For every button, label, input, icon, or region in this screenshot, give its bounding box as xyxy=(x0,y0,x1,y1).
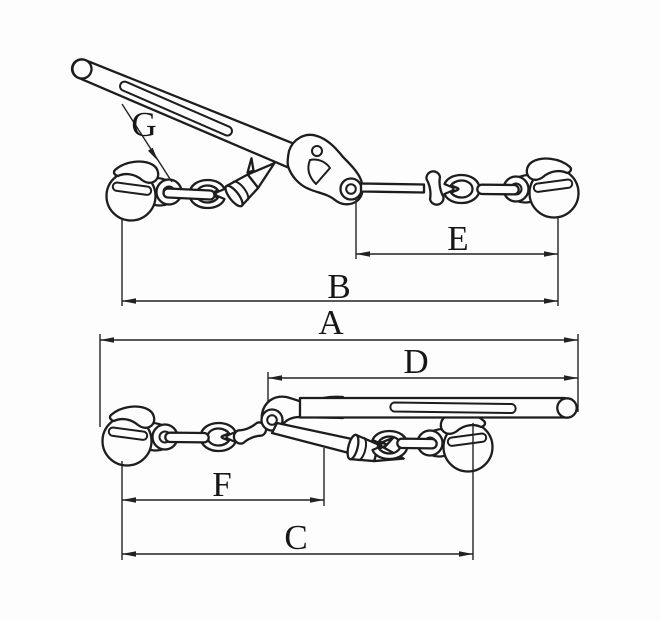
pin-top-left xyxy=(162,187,216,201)
lever-handle-top xyxy=(70,58,331,183)
dimension-d: D xyxy=(268,342,578,381)
handle-end-cap-top xyxy=(71,58,93,80)
dimension-label-e: E xyxy=(447,219,468,258)
dimension-e: E xyxy=(356,219,558,258)
pin-bottom-left xyxy=(164,431,210,444)
dimension-label-f: F xyxy=(212,465,231,504)
handle-grip-slot-top xyxy=(119,80,233,137)
connecting-rod-top xyxy=(359,182,426,194)
pivot-hole-top xyxy=(345,183,357,195)
dimension-label-c: C xyxy=(284,518,307,557)
dimension-b: B xyxy=(122,267,558,306)
pin-bottom-right xyxy=(396,437,438,450)
cam-hole xyxy=(311,145,323,157)
pin-top-right xyxy=(476,183,520,196)
dimension-label-g: G xyxy=(131,105,156,144)
dimension-label-a: A xyxy=(318,303,344,342)
pivot-hole-bottom xyxy=(266,414,278,426)
g-leader-line xyxy=(121,103,173,183)
cam-cutout xyxy=(307,158,331,185)
handle-end-cap-bottom xyxy=(556,397,578,419)
toggle-arm-bottom xyxy=(270,421,354,455)
dimension-f: F xyxy=(122,465,324,504)
top-view-binder xyxy=(70,58,580,222)
dimension-a: A xyxy=(100,303,578,343)
dimension-c: C xyxy=(122,518,473,557)
cam-plate-top xyxy=(286,133,364,206)
bone-link-top-right xyxy=(424,169,446,207)
dimension-label-b: B xyxy=(327,267,350,306)
dimension-g: G xyxy=(121,103,173,183)
bottom-view-binder xyxy=(101,395,578,473)
lever-handle-bottom xyxy=(298,396,578,419)
handle-grip-slot-bottom xyxy=(389,401,517,414)
dimension-label-d: D xyxy=(403,342,428,381)
chain-link-top-right xyxy=(443,173,481,205)
extension-lines xyxy=(99,197,579,560)
